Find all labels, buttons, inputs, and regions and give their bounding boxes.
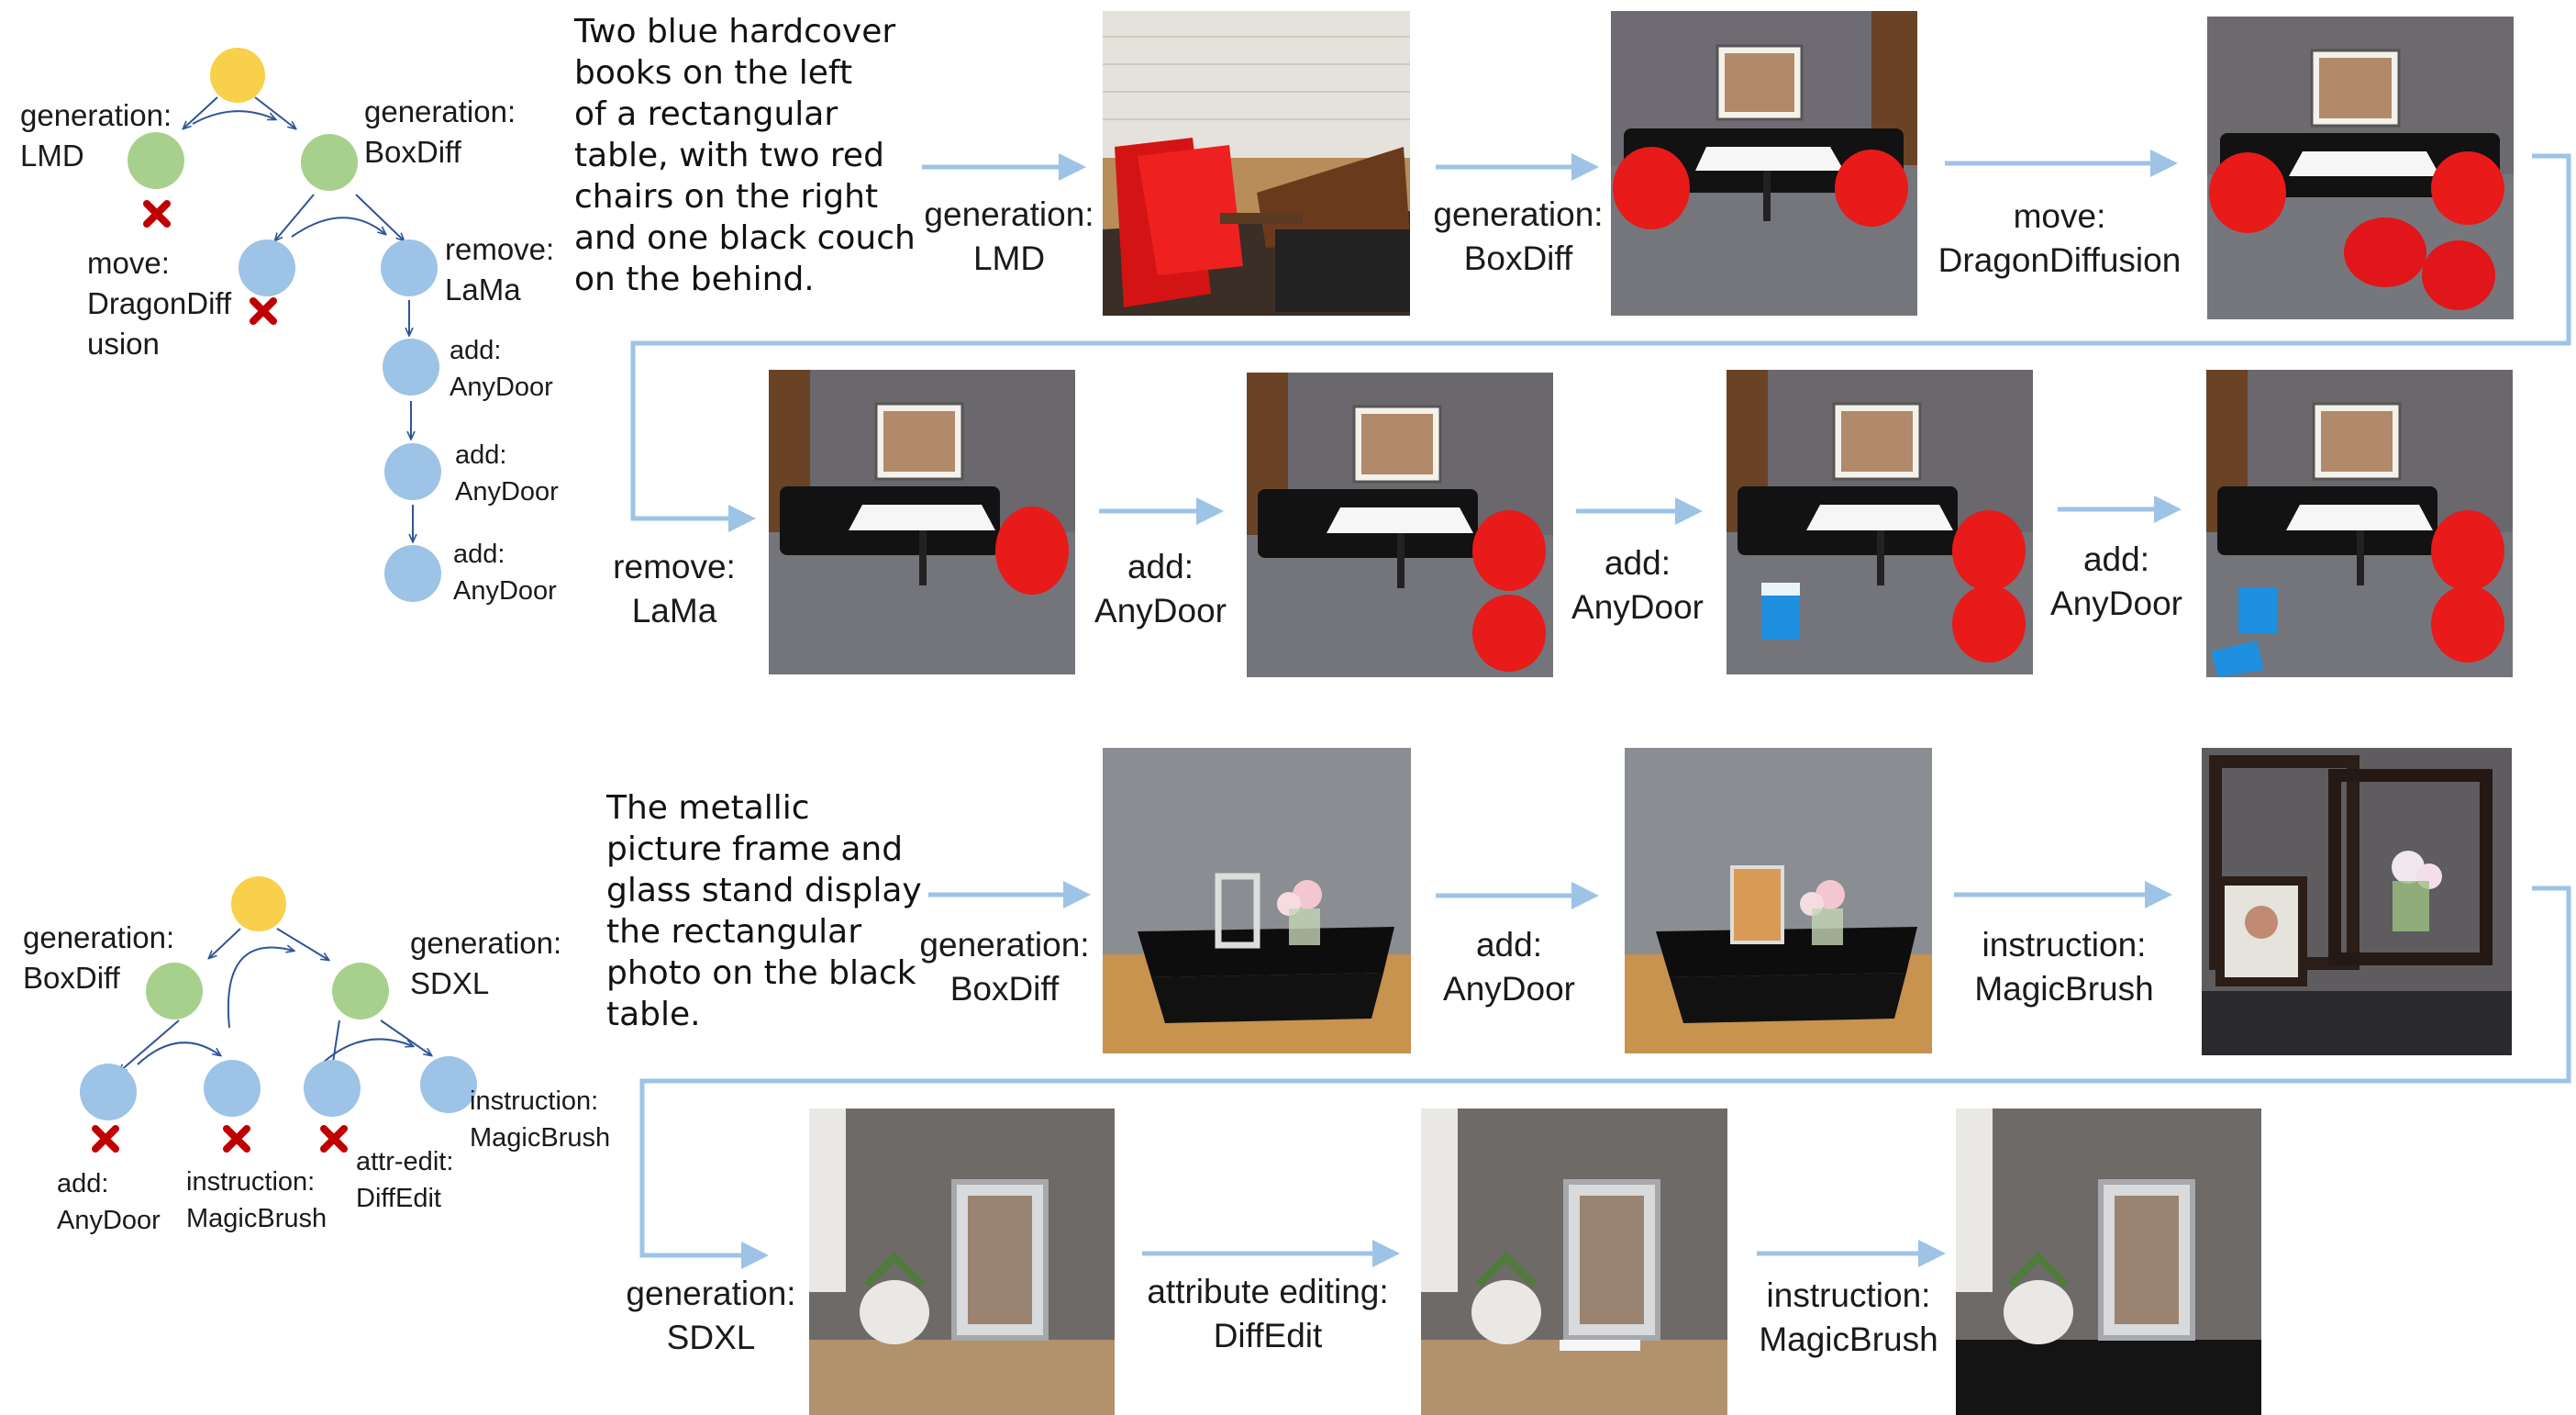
tree-2: [80, 876, 477, 1153]
prompt-2: The metallic picture frame and glass sta…: [606, 789, 922, 1033]
image-step-12-attr-edit: [1421, 1109, 1727, 1415]
image-step-5-add: [1247, 373, 1553, 677]
tree-2-label-add: add:AnyDoor: [57, 1169, 161, 1235]
fail-mark-icon: [92, 1125, 119, 1153]
step-label-4: remove:LaMa: [613, 548, 736, 630]
tree-1-label-add-1: add:AnyDoor: [450, 336, 553, 402]
tree-1-root-node: [210, 48, 265, 103]
tree-1-label-remove: remove:LaMa: [445, 232, 555, 306]
fail-mark-icon: [320, 1125, 348, 1153]
step-label-1: generation:LMD: [924, 195, 1094, 277]
tree-2-label-boxdiff: generation:BoxDiff: [23, 920, 175, 995]
step-label-12: attribute editing:DiffEdit: [1147, 1273, 1389, 1354]
image-step-10-instruction: [2202, 748, 2512, 1055]
step-label-13: instruction:MagicBrush: [1759, 1276, 1938, 1358]
step-label-5: add:AnyDoor: [1094, 548, 1227, 630]
tree-2-label-instruction-2: instruction:MagicBrush: [470, 1086, 611, 1153]
step-label-9: add:AnyDoor: [1443, 926, 1575, 1008]
image-step-13-instruction: [1956, 1109, 2261, 1415]
step-label-3: move:DragonDiffusion: [1938, 197, 2182, 279]
image-step-6-add: [1727, 370, 2033, 674]
tree-2-node-instruction-1: [204, 1060, 261, 1117]
fail-mark-icon: [223, 1125, 250, 1153]
row-2-arrows: [639, 881, 2571, 1269]
step-label-6: add:AnyDoor: [1571, 544, 1704, 626]
image-step-2-boxdiff: [1611, 11, 1917, 316]
image-step-11-sdxl: [809, 1109, 1115, 1415]
step-label-8: generation:BoxDiff: [919, 926, 1090, 1008]
row-1-arrows: [630, 150, 2571, 532]
tree-2-label-instruction-1: instruction:MagicBrush: [186, 1167, 328, 1233]
tree-2-label-sdxl: generation:SDXL: [410, 926, 562, 1000]
step-label-10: instruction:MagicBrush: [1974, 926, 2154, 1008]
fail-mark-icon: [143, 200, 171, 228]
tree-1-label-add-3: add:AnyDoor: [453, 540, 557, 606]
tree-1-edges: [183, 96, 413, 541]
tree-1-node-remove: [381, 240, 438, 296]
tree-1-node-lmd: [128, 132, 184, 189]
tree-2-label-attr-edit: attr-edit:DiffEdit: [356, 1147, 454, 1213]
tree-1-node-add-3: [384, 545, 441, 602]
image-step-8-boxdiff: [1103, 748, 1411, 1053]
image-step-9-add: [1625, 748, 1932, 1053]
tree-1-node-add-1: [383, 339, 439, 396]
prompt-1: Two blue hardcover books on the left of …: [574, 13, 916, 298]
tree-1-label-lmd: generation:LMD: [20, 98, 172, 173]
tree-1: [128, 48, 441, 602]
tree-2-edges: [119, 928, 431, 1072]
fail-mark-icon: [250, 297, 277, 325]
tree-2-node-instruction-2: [420, 1056, 477, 1113]
tree-1-label-boxdiff: generation:BoxDiff: [364, 95, 516, 169]
image-step-3-move: [2207, 17, 2514, 319]
tree-2-node-add: [80, 1064, 137, 1120]
step-label-2: generation:BoxDiff: [1433, 195, 1604, 277]
image-step-1-lmd: [1103, 11, 1410, 316]
step-label-7: add:AnyDoor: [2050, 540, 2182, 622]
tree-2-node-sdxl: [332, 963, 389, 1019]
tree-1-label-add-2: add:AnyDoor: [455, 440, 559, 507]
tree-2-node-boxdiff: [146, 963, 203, 1019]
tree-2-root-node: [231, 876, 286, 931]
tree-1-node-add-2: [384, 443, 441, 500]
tree-1-node-boxdiff: [301, 134, 358, 191]
image-step-7-add: [2206, 370, 2513, 677]
tree-2-node-attr-edit: [304, 1060, 361, 1117]
step-label-11: generation:SDXL: [626, 1275, 796, 1356]
tree-1-node-move: [239, 240, 295, 296]
image-step-4-remove: [769, 370, 1075, 674]
